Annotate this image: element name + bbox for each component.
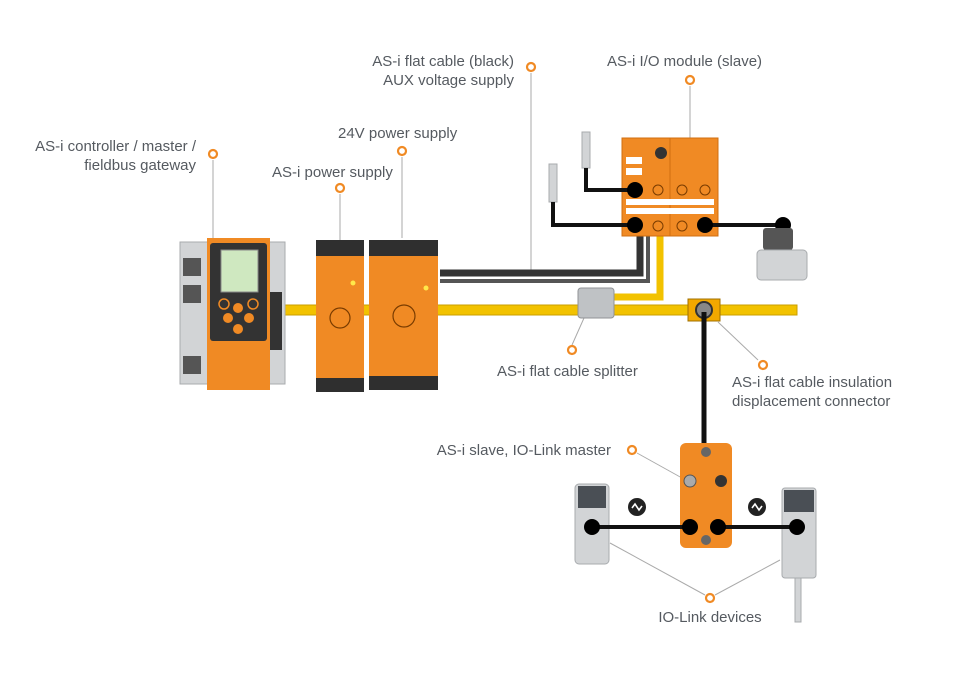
aux-flat-cable-black [440,236,644,277]
label-splitter: AS-i flat cable splitter [497,363,638,380]
label-iolink-master: AS-i slave, IO-Link master [437,442,611,459]
asi-controller-gateway [179,238,286,390]
label-controller-line1: AS-i controller / master / [35,138,197,155]
iolink-symbol-icon [748,498,766,516]
label-24v-power-supply: 24V power supply [338,125,458,142]
inductive-sensor-2 [548,163,558,203]
label-black-cable-line2: AUX voltage supply [383,72,514,89]
insulation-displacement-connector [687,298,721,322]
io-module-connections [548,131,808,281]
24v-power-supply [369,240,438,390]
inductive-sensor-1 [581,131,591,169]
label-asi-power-supply: AS-i power supply [272,164,393,181]
iolink-symbol-icon [628,498,646,516]
label-idc-line1: AS-i flat cable insulation [732,374,892,391]
label-io-module: AS-i I/O module (slave) [607,53,762,70]
callout-markers [207,61,769,604]
label-idc-line2: displacement connector [732,393,890,410]
leader-lines [212,73,781,596]
iolink-devices [574,483,817,623]
aux-flat-cable-black-edge [440,236,650,283]
flat-cable-splitter [577,287,615,319]
label-controller-line2: fieldbus gateway [84,157,196,174]
asi-power-supply [316,240,364,392]
ifm-logo [392,304,416,328]
solenoid-valve [756,228,808,281]
label-iolink-devices: IO-Link devices [658,609,761,626]
label-black-cable-line1: AS-i flat cable (black) [372,53,514,70]
ifm-logo [329,307,351,329]
asi-branch-cable [612,236,664,301]
